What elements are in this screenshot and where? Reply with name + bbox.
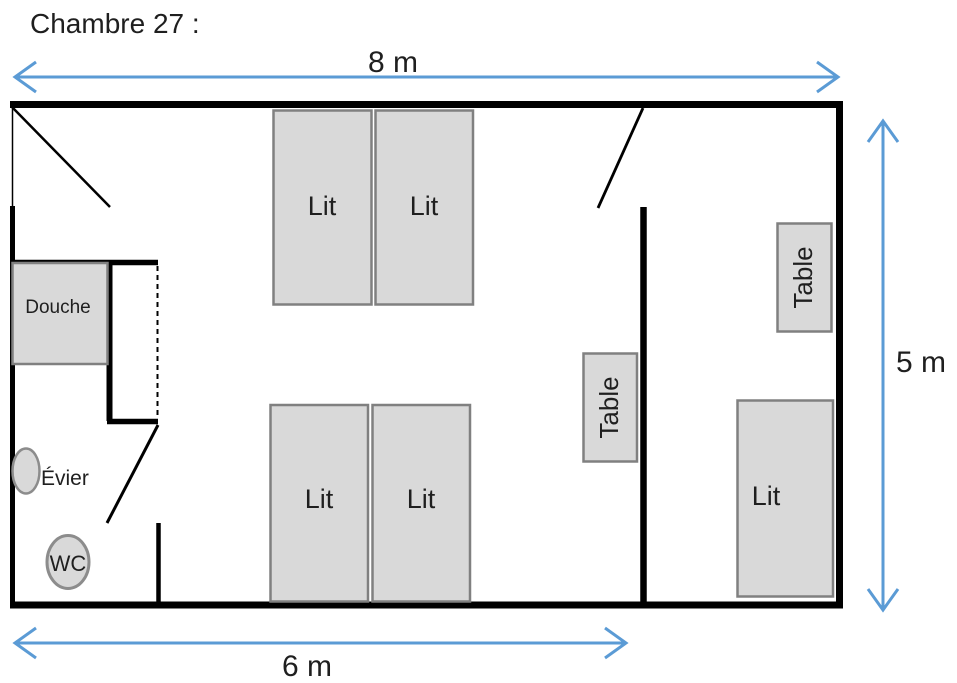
table-top-right: [776, 222, 833, 333]
height-dimension-label: 5 m: [896, 346, 946, 379]
shower-label: Douche: [25, 297, 91, 318]
bed-top-left-label: Lit: [308, 191, 337, 221]
width-dimension-label: 8 m: [368, 46, 418, 79]
bed-right-label: Lit: [752, 481, 781, 511]
height-arrow-top-head-icon: [866, 118, 900, 143]
height-dimension-arrow: 5 m: [866, 118, 946, 613]
bed-bottom-left: [269, 403, 370, 603]
partial-width-arrow-left-head-icon: [12, 626, 37, 660]
width-arrow-left-head-icon: [12, 60, 37, 94]
bed-bottom-right-label: Lit: [407, 484, 436, 514]
sink-label: Évier: [41, 467, 89, 490]
shower-box: [11, 261, 109, 366]
table-middle: [582, 352, 639, 463]
partial-width-dimension-arrow: 6 m: [12, 626, 629, 683]
width-dimension-arrow: 8 m: [12, 46, 841, 94]
bed-top-right: [374, 109, 475, 306]
sink-ellipse: [11, 447, 41, 495]
height-arrow-bottom-head-icon: [866, 588, 900, 613]
bed-top-right-label: Lit: [410, 191, 439, 221]
partial-width-arrow-right-head-icon: [604, 626, 629, 660]
bed-top-left: [272, 109, 373, 306]
wc-label: WC: [50, 551, 87, 576]
bed-bottom-right: [371, 403, 472, 603]
bed-right: [736, 399, 835, 598]
width-arrow-right-head-icon: [816, 60, 841, 94]
entrance-door-swing: [11, 106, 111, 208]
bathroom-door-swing: [105, 424, 160, 524]
table-top-right-label: Table: [788, 246, 818, 308]
table-middle-label: Table: [594, 376, 624, 438]
partial-width-dimension-label: 6 m: [282, 650, 332, 683]
partition-door-swing: [596, 107, 645, 209]
wc-ellipse: [45, 534, 91, 590]
page-title: Chambre 27 :: [30, 8, 200, 39]
bed-bottom-left-label: Lit: [305, 484, 334, 514]
